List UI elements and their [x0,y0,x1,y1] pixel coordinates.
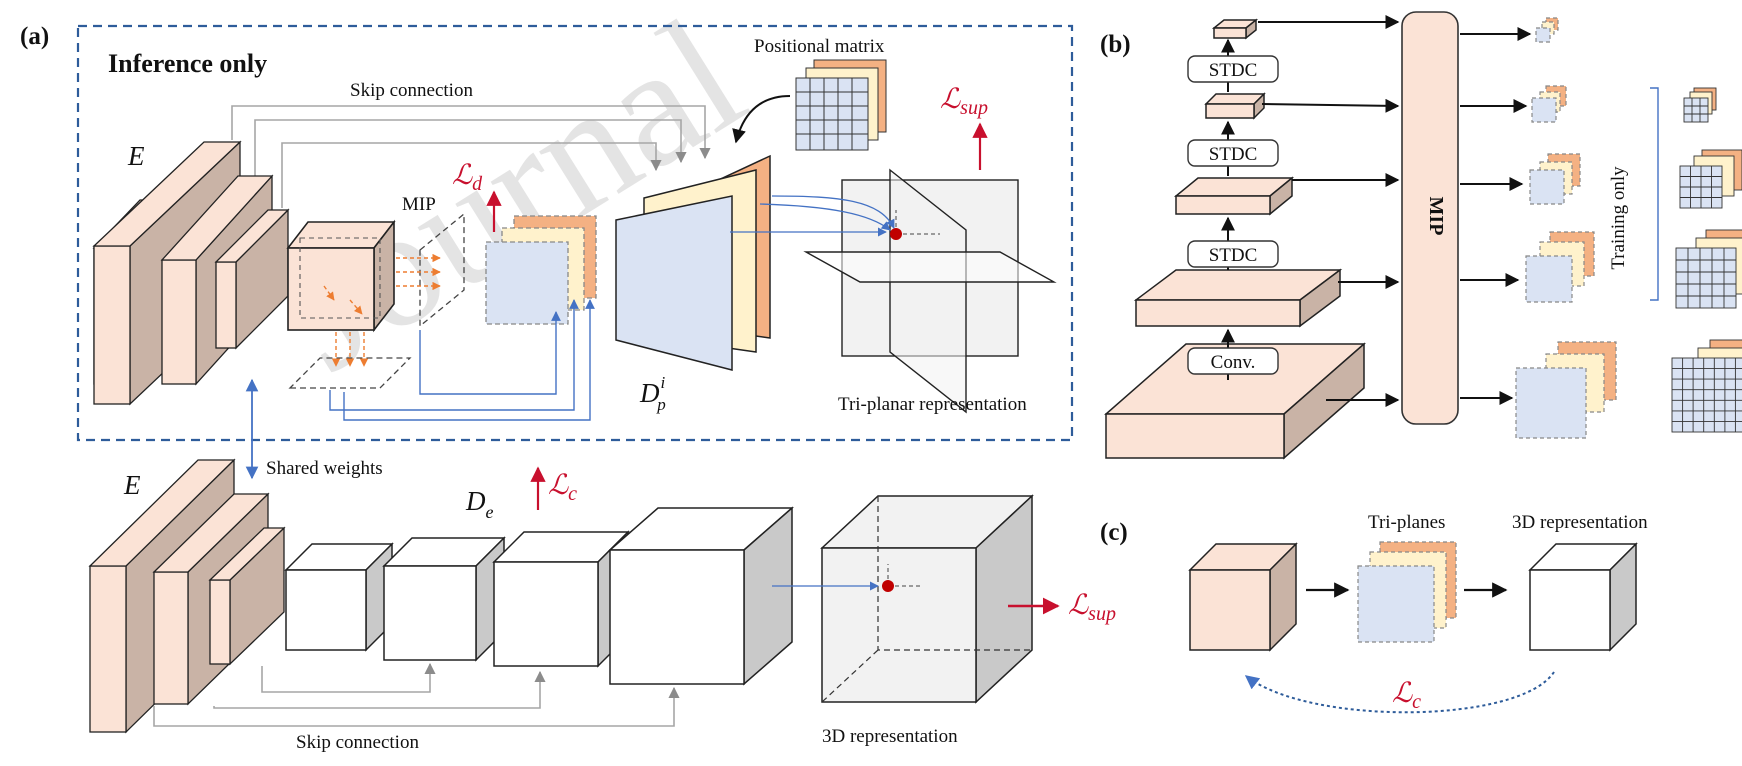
tri-planes-label: Tri-planes [1368,512,1445,533]
skip-connection-top-lines [231,105,711,208]
stdc-block-3: STDC [1187,240,1279,268]
sample-rays [730,195,895,237]
mip-projection-side [288,212,465,389]
panel-label-a: (a) [20,23,49,50]
decoder-e-label: De [465,486,494,522]
tri-plane-stack-small [485,215,597,325]
svg-text:STDC: STDC [1209,245,1258,266]
bottleneck-cube [286,219,396,333]
panel-label-b: (b) [1100,31,1131,58]
representation-3d-label: 3D representation [822,726,958,747]
projection-links [329,299,595,421]
tri-planes-stack [1357,541,1457,643]
skip-connection-top-label: Skip connection [350,80,473,101]
white-cube [1528,542,1638,652]
shared-weights-label: Shared weights [266,458,383,479]
inference-only-label: Inference only [108,49,267,78]
mip-label: MIP [402,194,436,215]
training-only-bracket [1650,87,1659,301]
positional-matrix [795,59,887,151]
skip-connection-bottom-label: Skip connection [296,732,419,753]
conv-block: Conv. [1187,347,1279,375]
mip-module [1401,11,1459,425]
skip-connection-bottom-lines [153,662,680,727]
peach-cube [1188,542,1298,652]
svg-text:STDC: STDC [1209,60,1258,81]
svg-text:Conv.: Conv. [1211,352,1256,373]
stdc-block-1: STDC [1187,55,1279,83]
svg-text:STDC: STDC [1209,144,1258,165]
tri-plane-outputs [1515,17,1617,439]
loss-sup-bottom-label: ℒsup [1068,590,1116,625]
encoder-bottom-label: E [123,470,141,500]
decoder-e-cubes [284,506,794,686]
consistency-loss-arrow [1244,671,1555,714]
encoder-top [92,140,290,406]
inference-only-box [76,24,1074,442]
encoder-bottom [88,458,286,734]
positional-grids [1671,87,1742,433]
loss-c-panel-c-label: ℒc [1392,678,1421,713]
representation-3d-c-label: 3D representation [1512,512,1648,533]
panel-label-c: (c) [1100,519,1128,546]
tri-planar-label: Tri-planar representation [838,394,1027,415]
tri-planar-representation [803,168,1057,414]
mip-output-arrows [1460,27,1532,405]
mip-module-label: MIP [1425,197,1447,236]
sample-point-bottom [882,580,894,592]
loss-c-label: ℒc [548,470,577,505]
loss-d-label: ℒd [452,160,483,195]
sample-point-top [890,228,902,240]
representation-3d-cube [820,494,1034,704]
positional-matrix-arrow [732,95,791,144]
features-to-mip-arrows [1258,15,1400,407]
decoder-pi-planes [615,154,771,371]
stdc-block-2: STDC [1187,139,1279,167]
positional-matrix-label: Positional matrix [754,36,885,57]
backbone-blocks [1104,18,1366,460]
mip-arrows [323,253,441,367]
encoder-top-label: E [127,141,145,171]
training-only-label: Training only [1608,166,1629,270]
loss-sup-top-label: ℒsup [940,84,988,119]
